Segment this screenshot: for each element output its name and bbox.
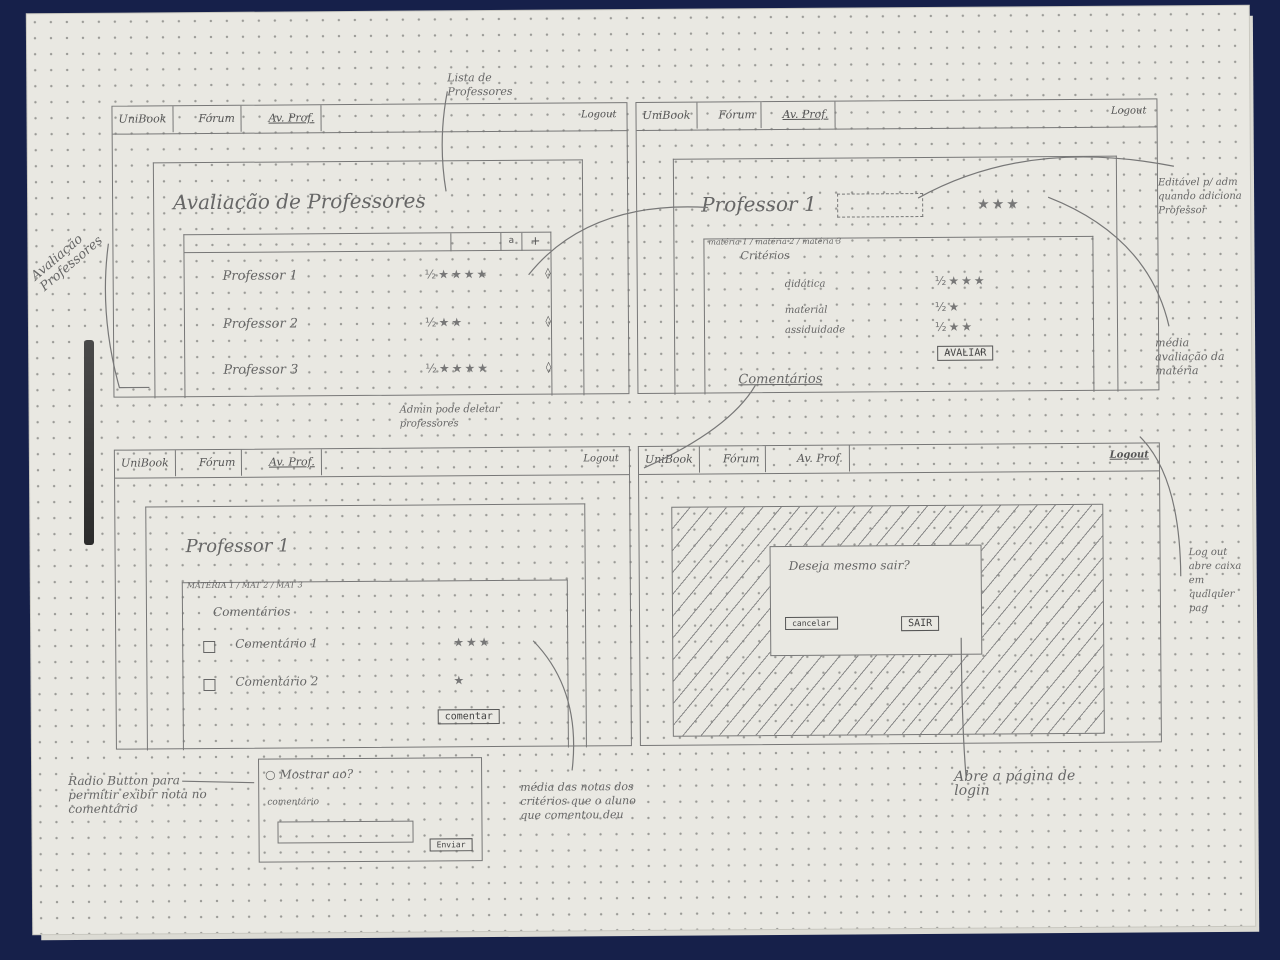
header-cell	[450, 233, 471, 252]
nav-bar: UniBook Fórum Av. Prof. Logout	[636, 99, 1157, 132]
professor-row-stars: ½★★★★	[425, 361, 491, 376]
note-lista: Lista de Professores	[447, 71, 513, 99]
professor-table: a + Professor 1 ½★★★★ Professor 2 ½★★ Pr…	[183, 231, 553, 399]
comment-text: Comentário 1	[235, 636, 319, 651]
comment-stars: ★	[453, 673, 467, 688]
table-header: a +	[184, 232, 551, 254]
page-title: Avaliação de Professores	[173, 188, 426, 215]
professor-row-name[interactable]: Professor 3	[223, 362, 299, 378]
comment-popup: ○ Mostrar ao? comentário Enviar	[258, 757, 483, 863]
professor-title: Professor 1	[701, 191, 817, 217]
note-admin: Admin pode deletar professores	[399, 403, 500, 430]
nav-bar: UniBook Fórum Av. Prof. Logout	[114, 447, 630, 479]
nav-tab-unibook[interactable]: UniBook	[114, 450, 176, 477]
comments-label: Comentários	[212, 604, 291, 619]
nav-tab-forum[interactable]: Fórum	[712, 102, 763, 129]
comment-avatar-icon	[203, 678, 216, 692]
pencil-eraser	[84, 340, 94, 545]
cancel-button[interactable]: cancelar	[785, 616, 838, 630]
nav-bar: UniBook Fórum Av. Prof. Logout	[112, 103, 627, 135]
nav-tab-unibook[interactable]: UniBook	[112, 106, 174, 133]
criterion-name: material	[784, 304, 828, 316]
comment-field-label: comentário	[267, 797, 320, 808]
add-professor-button[interactable]: +	[530, 233, 541, 248]
wireframe-comments: UniBook Fórum Av. Prof. Logout Professor…	[113, 446, 632, 751]
note-logout: Log out abre caixa em qualquer pag	[1188, 546, 1242, 615]
criterion-name: assiduidade	[784, 324, 846, 336]
note-media-notas: média das notas dos critérios que o alun…	[520, 780, 636, 822]
nav-tab-forum[interactable]: Fórum	[192, 105, 243, 133]
exit-button[interactable]: SAIR	[901, 615, 940, 632]
nav-tab-av-prof[interactable]: Av. Prof.	[776, 101, 836, 129]
note-abre-login: Abre a página de login	[954, 767, 1076, 799]
comment-text: Comentário 2	[235, 674, 319, 689]
logout-link[interactable]: Logout	[1110, 105, 1147, 117]
send-button[interactable]: Enviar	[429, 838, 473, 852]
comentar-button[interactable]: comentar	[437, 708, 500, 725]
professor-row-name[interactable]: Professor 1	[222, 268, 298, 284]
wireframe-professor-detail: UniBook Fórum Av. Prof. Logout Professor…	[635, 98, 1160, 395]
editable-name-field[interactable]	[837, 193, 924, 218]
wireframe-logout: UniBook Fórum Av. Prof. Logout Deseja me…	[637, 442, 1162, 747]
delete-icon[interactable]: ◊	[545, 360, 552, 374]
criterion-name: didática	[784, 278, 826, 290]
criteria-panel: matéria 1 / matéria 2 / matéria 3 Critér…	[703, 235, 1095, 395]
delete-icon[interactable]: ◊	[545, 266, 551, 280]
nav-tab-unibook[interactable]: UniBook	[636, 102, 698, 130]
delete-icon[interactable]: ◊	[545, 314, 552, 328]
criterion-stars: ½★★	[934, 319, 975, 334]
nav-tab-forum[interactable]: Fórum	[192, 449, 243, 477]
nav-tab-forum[interactable]: Fórum	[716, 446, 767, 473]
professor-row-stars: ½★★★★	[424, 267, 490, 282]
nav-tab-av-prof[interactable]: Av. Prof.	[262, 449, 322, 476]
nav-tab-unibook[interactable]: UniBook	[638, 446, 700, 474]
comments-link[interactable]: Comentários	[738, 371, 823, 388]
note-editavel: Editável p/ adm quando adiciona Professo…	[1157, 176, 1242, 217]
comment-stars: ★★★	[453, 635, 492, 650]
professor-row-stars: ½★★	[424, 315, 465, 330]
nav-tab-av-prof[interactable]: Av. Prof.	[790, 445, 850, 472]
sketch-paper: UniBook Fórum Av. Prof. Logout Avaliação…	[26, 5, 1256, 935]
average-stars: ★★★	[977, 196, 1021, 213]
professor-row-name[interactable]: Professor 2	[222, 316, 299, 332]
comments-panel: MATÉRIA 1 / MAT 2 / MAT 3 Comentários Co…	[181, 579, 569, 751]
show-name-radio[interactable]: ○ Mostrar ao?	[265, 767, 354, 782]
comment-avatar-icon	[203, 640, 216, 654]
logout-link[interactable]: Logout	[580, 109, 617, 121]
logout-link[interactable]: Logout	[583, 453, 619, 465]
logout-dialog: Deseja mesmo sair? cancelar SAIR	[769, 544, 983, 657]
note-media: média avaliação da matéria	[1155, 336, 1225, 378]
comment-input[interactable]	[277, 820, 414, 844]
professor-title: Professor 1	[185, 535, 290, 558]
dialog-text: Deseja mesmo sair?	[788, 558, 910, 573]
nav-tab-av-prof[interactable]: Av. Prof.	[262, 105, 322, 132]
criterion-stars: ½★★★	[934, 273, 987, 288]
admin-delete-col-button[interactable]: a	[500, 232, 523, 251]
nav-bar: UniBook Fórum Av. Prof. Logout	[638, 443, 1160, 476]
wireframe-professor-list: UniBook Fórum Av. Prof. Logout Avaliação…	[111, 102, 630, 399]
logout-link[interactable]: Logout	[1109, 449, 1149, 461]
subject-tabs[interactable]: MATÉRIA 1 / MAT 2 / MAT 3	[186, 580, 303, 591]
criteria-label: Critérios	[740, 248, 790, 263]
criterion-stars: ½★	[934, 299, 962, 314]
note-side-label: Avaliação Professores	[28, 231, 106, 295]
note-radio: Radio Button para permitir exibir nota n…	[68, 773, 207, 817]
subject-tabs[interactable]: matéria 1 / matéria 2 / matéria 3	[708, 236, 842, 247]
avaliar-button[interactable]: AVALIAR	[937, 345, 994, 361]
